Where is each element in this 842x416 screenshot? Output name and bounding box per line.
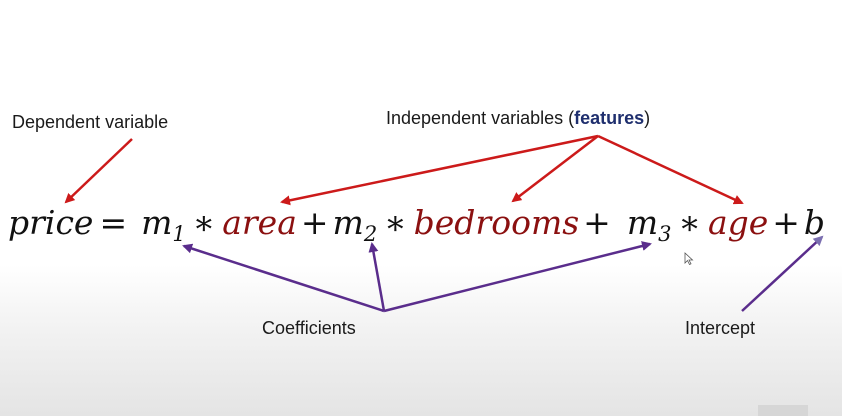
arrow-features-to-age <box>597 134 744 205</box>
equals-sign: = <box>99 203 128 242</box>
features-keyword: features <box>574 108 645 128</box>
plus-sign-3: + <box>772 203 800 242</box>
coefficient-m3: m3 <box>626 203 672 246</box>
multiply-sign-1: ∗ <box>192 203 216 242</box>
regression-equation: price=m1∗area+m2∗bedrooms+m3∗age+b <box>8 195 825 251</box>
m2-symbol: m <box>332 203 364 242</box>
arrow-coefficients-to-m3 <box>383 241 652 313</box>
price-term: price <box>8 203 94 242</box>
arrow-intercept-to-b <box>741 235 824 312</box>
plus-sign-2: + <box>583 203 611 242</box>
corner-overlay <box>758 405 808 416</box>
multiply-sign-2: ∗ <box>384 203 407 242</box>
independent-variables-suffix: ) <box>644 108 651 128</box>
plus-sign-1: + <box>300 203 329 242</box>
arrow-coefficients-to-m2 <box>368 242 386 312</box>
feature-area: area <box>222 203 297 242</box>
m3-subscript: 3 <box>658 222 672 246</box>
coefficients-label: Coefficients <box>262 318 356 338</box>
intercept-b: b <box>803 203 826 242</box>
independent-variables-label: Independent variables (features) <box>386 108 650 129</box>
feature-age: age <box>707 203 769 242</box>
coefficient-m1: m1 <box>141 203 186 246</box>
arrow-coefficients-to-m1 <box>182 243 385 313</box>
m2-subscript: 2 <box>363 222 378 246</box>
mouse-pointer-icon <box>684 252 694 266</box>
dependent-variable-label: Dependent variable <box>12 112 169 132</box>
m1-symbol: m <box>141 203 173 242</box>
m1-subscript: 1 <box>172 222 186 246</box>
arrow-features-to-bedrooms <box>511 135 599 203</box>
independent-variables-prefix: Independent variables ( <box>386 108 575 128</box>
multiply-sign-3: ∗ <box>678 203 701 242</box>
arrow-features-to-area <box>280 134 599 206</box>
coefficient-m2: m2 <box>332 203 378 246</box>
feature-bedrooms: bedrooms <box>413 203 580 242</box>
intercept-label: Intercept <box>685 318 756 338</box>
arrow-dependent-to-price <box>64 138 133 204</box>
m3-symbol: m <box>626 203 659 242</box>
